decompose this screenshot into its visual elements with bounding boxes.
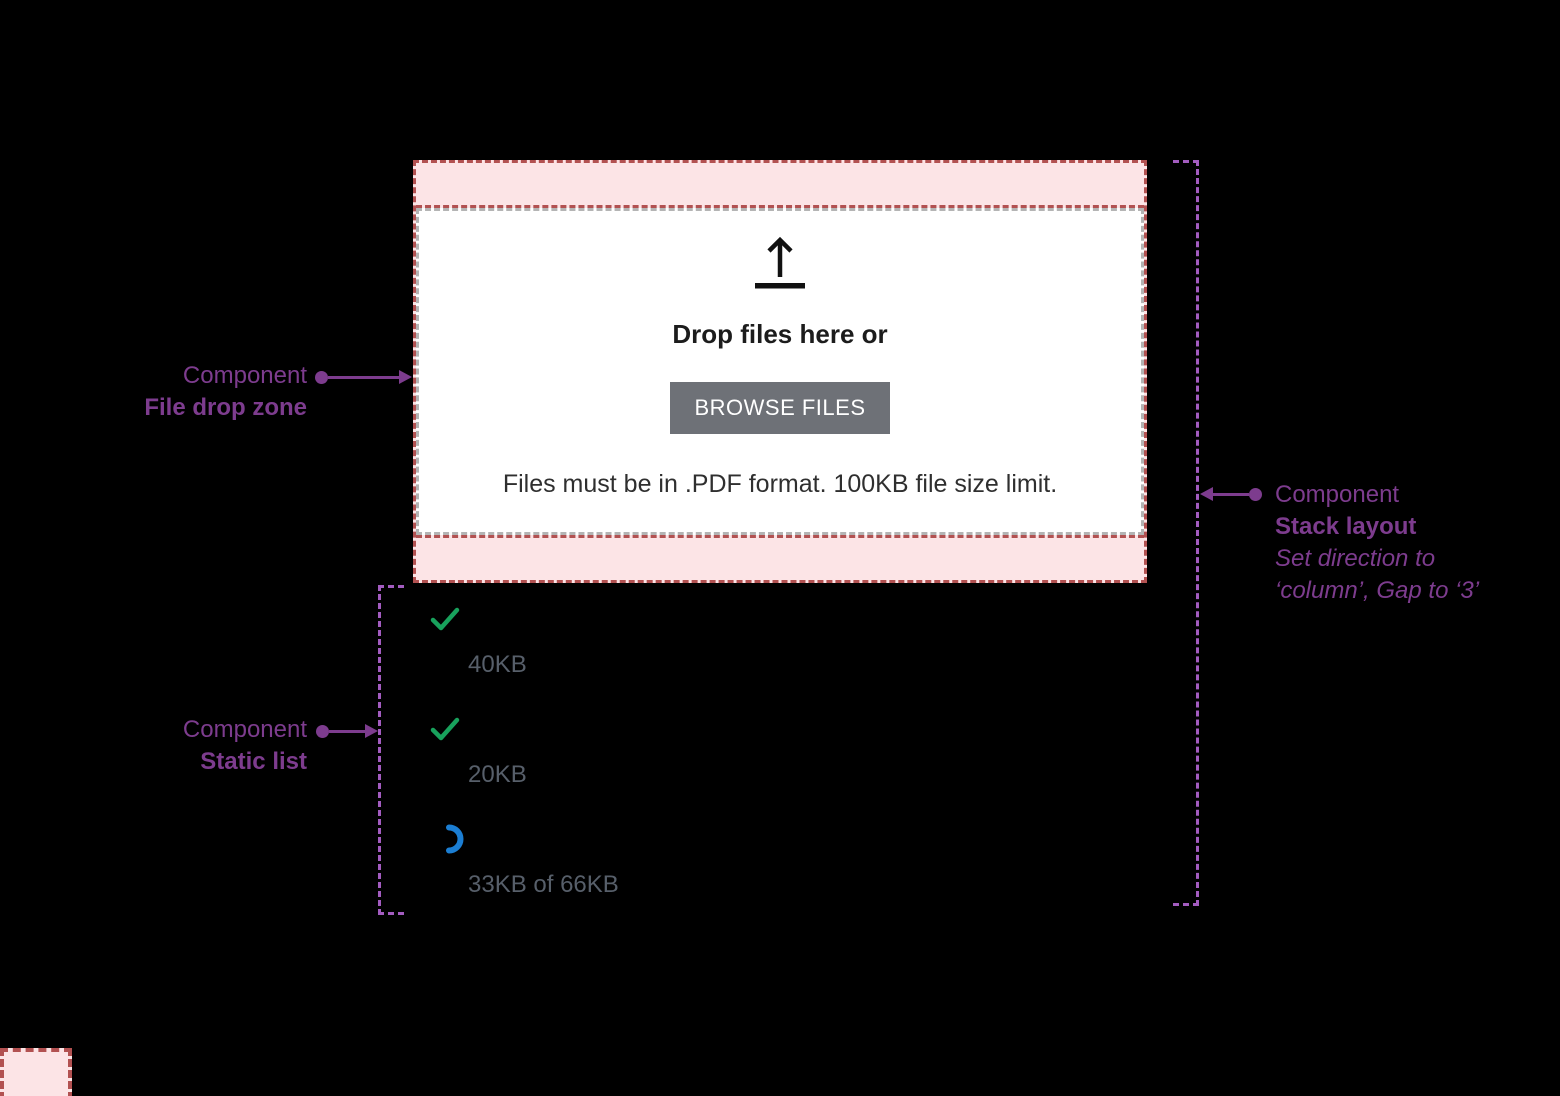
drop-zone-helper-text: Files must be in .PDF format. 100KB file… xyxy=(502,470,1058,498)
arrow-dot-icon xyxy=(1249,487,1262,501)
upload-arrow-icon xyxy=(755,236,805,289)
arrow-dot-icon xyxy=(315,370,328,384)
list-item: 33KB of 66KB 20KB xyxy=(430,714,527,789)
annotation-arrow xyxy=(316,724,378,738)
annotation-note: Set direction to xyxy=(1275,545,1436,572)
file-size-label: 40KB xyxy=(468,651,527,678)
annotation-arrow xyxy=(1200,487,1262,501)
annotation-static-list: Component Static list xyxy=(183,714,307,778)
check-icon xyxy=(430,607,460,631)
list-item: 40KB xyxy=(430,604,527,679)
arrow-dot-icon xyxy=(316,724,329,738)
list-item: 33KB of 66KB xyxy=(430,824,619,899)
stack-layout-guide-outline xyxy=(1173,160,1199,906)
file-drop-zone-padding: Drop files here or BROWSE FILES Files mu… xyxy=(413,160,1147,583)
static-list-guide-outline xyxy=(378,585,404,915)
annotation-eyebrow: Component xyxy=(182,716,307,743)
browse-files-button[interactable]: BROWSE FILES xyxy=(670,382,890,434)
annotation-eyebrow: Component xyxy=(1275,481,1400,508)
annotation-arrow xyxy=(315,370,412,384)
arrow-head-icon xyxy=(365,724,378,738)
arrow-head-icon xyxy=(399,370,412,384)
spinner-icon xyxy=(446,824,464,854)
file-size-label: 20KB xyxy=(468,761,527,788)
file-drop-zone[interactable]: Drop files here or BROWSE FILES Files mu… xyxy=(416,208,1144,535)
drop-zone-title: Drop files here or xyxy=(672,319,888,349)
check-icon xyxy=(430,717,460,741)
annotation-title: Static list xyxy=(200,748,307,775)
upload-progress-label: 33KB of 66KB xyxy=(468,871,619,898)
annotation-stack-layout: Component Stack layout Set direction to … xyxy=(1275,479,1479,607)
padding-swatch xyxy=(0,1048,72,1096)
arrow-head-icon xyxy=(1200,487,1213,501)
padding-divider-bottom xyxy=(416,535,1144,538)
annotation-file-drop-zone: Component File drop zone xyxy=(144,360,307,424)
padding-divider-top xyxy=(416,205,1144,208)
annotation-title: File drop zone xyxy=(144,394,307,421)
annotation-note: ‘column’, Gap to ‘3’ xyxy=(1275,577,1480,604)
annotation-eyebrow: Component xyxy=(182,362,307,389)
annotation-title: Stack layout xyxy=(1275,513,1417,540)
